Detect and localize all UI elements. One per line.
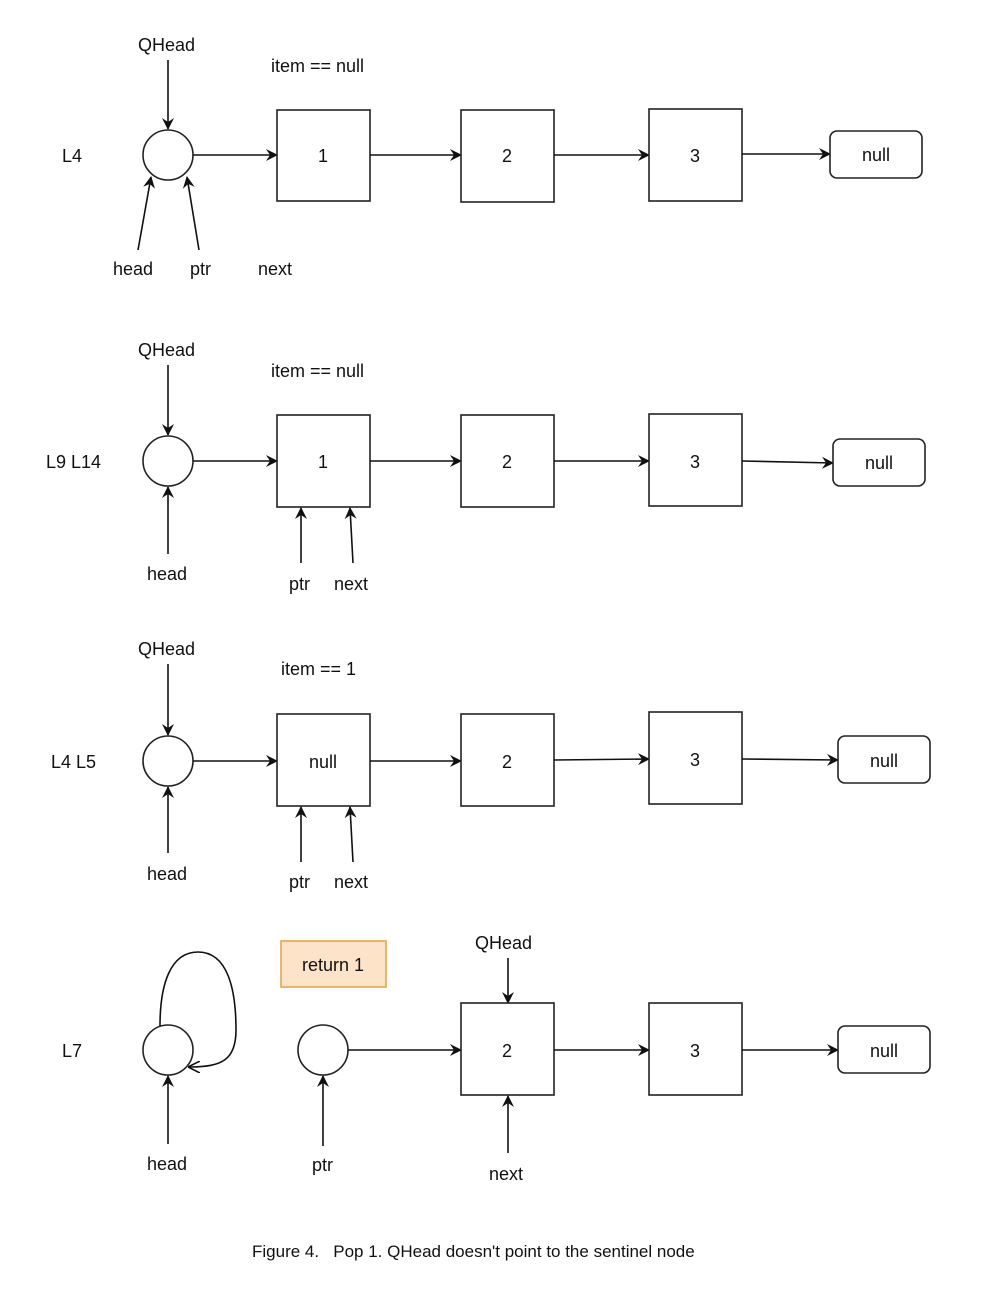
old-sentinel-node [142,1024,194,1076]
self-loop-arrow [159,951,237,1067]
link-arrow [741,456,834,469]
step-label: L4 L5 [51,752,96,772]
qhead-label: QHead [475,933,532,953]
qhead-label: QHead [138,35,195,55]
sentinel-node [142,435,194,487]
sentinel-node [142,735,194,787]
list-node [460,713,555,807]
ptr-label: ptr [289,574,310,594]
ptr-label: ptr [312,1155,333,1175]
node-value: 2 [502,452,512,472]
list-node [648,413,743,507]
item-annotation: item == null [271,361,364,381]
next-label: next [334,872,368,892]
head-label: head [113,259,153,279]
list-node [648,711,743,805]
head-label: head [147,1154,187,1174]
link-arrow [741,753,839,766]
item-annotation: item == 1 [281,659,356,679]
next-label: next [258,259,292,279]
node-value: 2 [502,146,512,166]
list-node [648,1002,743,1096]
row-2: L9 L14 QHead item == null 1 2 3 null hea… [46,340,926,594]
qhead-label: QHead [138,639,195,659]
ptr-arrow [182,176,200,251]
node-value: 3 [690,146,700,166]
next-label: next [489,1164,523,1184]
qhead-label: QHead [138,340,195,360]
figure-caption: Figure 4. Pop 1. QHead doesn't point to … [252,1242,695,1261]
head-label: head [147,864,187,884]
node-value: null [309,752,337,772]
list-node [460,109,555,203]
null-terminal [837,735,931,784]
step-label: L9 L14 [46,452,101,472]
step-label: L7 [62,1041,82,1061]
list-node [276,109,371,202]
return-box [280,940,387,988]
null-terminal-label: null [862,145,890,165]
row-3: L4 L5 QHead item == 1 null 2 3 null head… [51,639,931,892]
null-terminal-label: null [865,453,893,473]
node-value: 2 [502,752,512,772]
head-label: head [147,564,187,584]
node-value: 1 [318,146,328,166]
node-value: 2 [502,1041,512,1061]
head-arrow [137,176,155,251]
sentinel-node [142,129,194,181]
null-terminal-label: null [870,1041,898,1061]
list-node [460,1002,555,1096]
null-terminal [832,438,926,487]
list-node [648,108,743,202]
list-node [276,713,371,807]
node-value: 3 [690,1041,700,1061]
list-node [276,414,371,508]
next-arrow [344,806,357,863]
ptr-node [297,1024,349,1076]
return-label: return 1 [302,955,364,975]
node-value: 3 [690,750,700,770]
null-terminal [837,1025,931,1074]
step-label: L4 [62,146,82,166]
item-annotation: item == null [271,56,364,76]
ptr-label: ptr [190,259,211,279]
link-arrow [553,753,650,766]
next-label: next [334,574,368,594]
null-terminal-label: null [870,751,898,771]
ptr-label: ptr [289,872,310,892]
node-value: 1 [318,452,328,472]
row-1: L4 QHead item == null 1 2 3 null head pt… [62,35,923,279]
node-value: 3 [690,452,700,472]
row-4: L7 head return 1 ptr QHead 2 next 3 null [62,933,931,1184]
null-terminal [829,130,923,179]
list-node [460,414,555,508]
next-arrow [344,507,357,564]
